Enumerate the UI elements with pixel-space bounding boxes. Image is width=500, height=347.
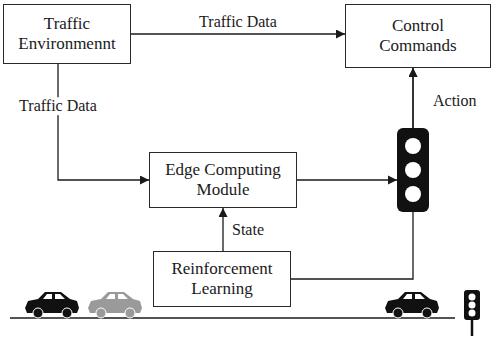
car-icon (88, 292, 142, 318)
edge-label: Traffic Data (197, 13, 279, 31)
node-label: Reinforcement Learning (162, 259, 282, 298)
traffic-light-lamp (405, 162, 421, 178)
edge-label: Action (431, 92, 479, 110)
arrowhead (388, 176, 397, 185)
traffic-light-housing (397, 128, 429, 212)
process-box: Reinforcement Learning (153, 251, 291, 307)
node-label: Control Commands (354, 16, 482, 55)
small-traffic-light (464, 290, 480, 336)
flow-arrow (222, 208, 223, 251)
flow-arrow (297, 68, 413, 180)
node-label: Edge Computing Module (158, 160, 288, 199)
road-line (10, 317, 455, 319)
output-box: Control Commands (345, 4, 491, 68)
edge-label: State (230, 221, 266, 239)
process-box: Edge Computing Module (149, 152, 297, 208)
traffic-light (397, 128, 429, 212)
traffic-light-lamp (405, 138, 421, 154)
edge-label: Traffic Data (17, 97, 99, 115)
node-label: Traffic Environmennt (12, 14, 122, 53)
traffic-light-lamp (405, 186, 421, 202)
car-icon (25, 292, 79, 318)
car-icon (385, 292, 439, 318)
flow-arrow (131, 33, 345, 34)
flow-arrow (58, 64, 149, 180)
environment-box: Traffic Environmennt (3, 4, 131, 64)
flow-arrow (291, 68, 413, 279)
